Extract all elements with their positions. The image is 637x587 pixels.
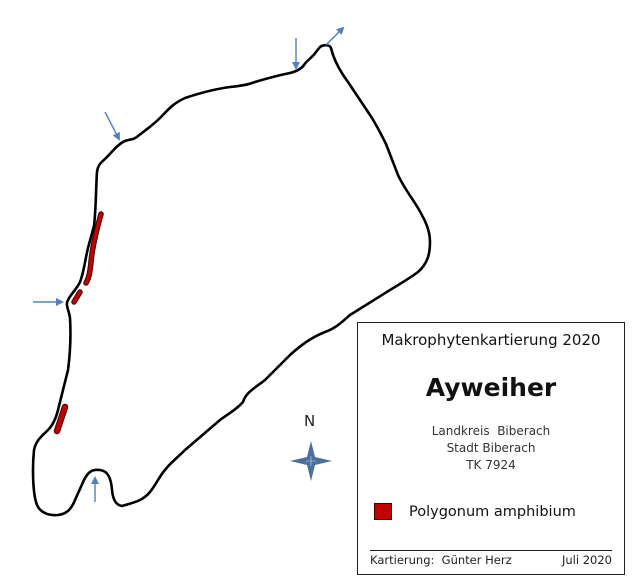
outflow-arrow-icon: [325, 26, 345, 46]
polygonum-patch: [84, 212, 103, 285]
city: Stadt Biberach: [446, 441, 536, 455]
inflow-arrow-icon: [104, 111, 120, 141]
inflow-arrows: [33, 26, 345, 502]
survey-date: Juli 2020: [562, 553, 612, 567]
north-label: N: [304, 412, 316, 430]
polygonum-patch: [54, 404, 68, 434]
lake-shoreline: [31, 43, 432, 517]
legend-box: Makrophytenkartierung 2020 Ayweiher Land…: [357, 322, 625, 575]
divider: [370, 550, 612, 551]
legend-swatch: [374, 503, 392, 520]
vegetation-patches: [53, 211, 104, 435]
lake-name: Ayweiher: [425, 373, 557, 402]
legend-heading: Makrophytenkartierung 2020: [381, 331, 601, 349]
location-info: Landkreis Biberach Stadt Biberach TK 792…: [358, 423, 624, 474]
compass-rose-icon: [290, 441, 332, 481]
map-sheet: TK 7924: [466, 458, 516, 472]
polygonum-patch: [72, 290, 82, 304]
surveyor: Kartierung: Günter Herz: [370, 553, 512, 567]
legend-footer: Kartierung: Günter Herz Juli 2020: [370, 553, 612, 567]
legend-item: Polygonum amphibium: [374, 503, 576, 520]
legend-item-label: Polygonum amphibium: [409, 503, 576, 520]
district: Landkreis Biberach: [431, 424, 551, 438]
